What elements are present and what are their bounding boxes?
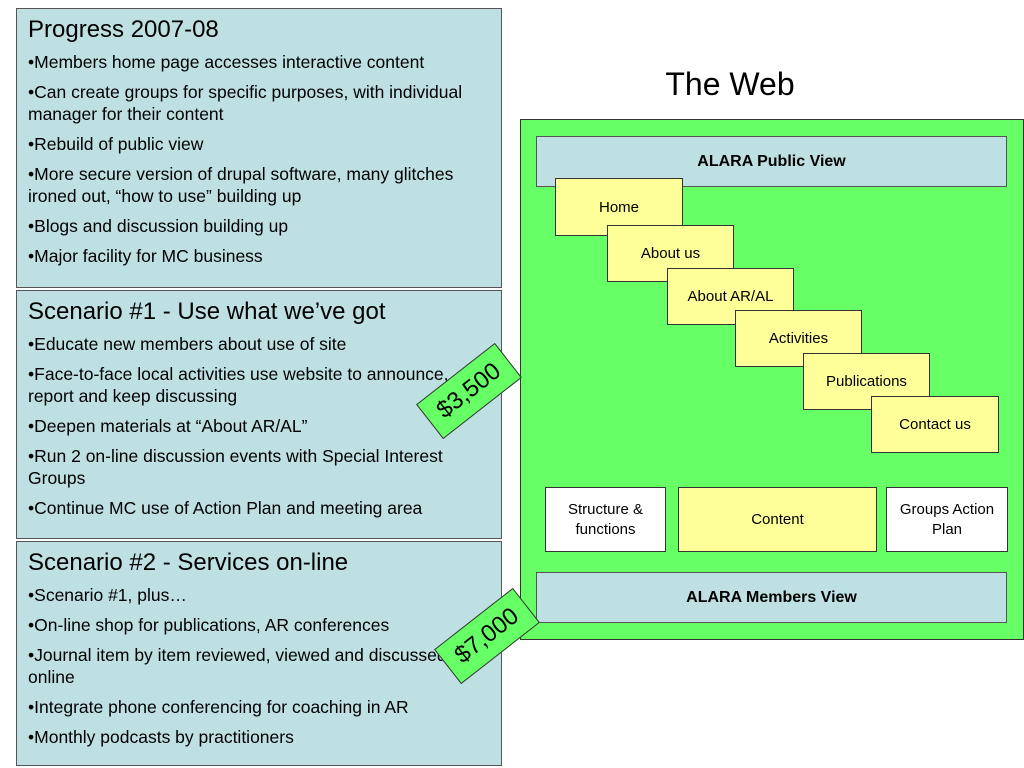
members-view-bar: ALARA Members View [536, 572, 1007, 623]
page-about-ar-al: About AR/AL [667, 268, 794, 325]
scenario2-item: Scenario #1, plus… [28, 584, 491, 606]
scenario2-panel: Scenario #2 - Services on-line Scenario … [16, 541, 502, 766]
content-box: Content [678, 487, 877, 552]
scenario1-item: Deepen materials at “About AR/AL” [28, 415, 491, 437]
scenario2-list: Scenario #1, plus… On-line shop for publ… [28, 584, 491, 748]
scenario1-item: Run 2 on-line discussion events with Spe… [28, 445, 491, 489]
scenario1-item: Educate new members about use of site [28, 333, 491, 355]
progress-item: Blogs and discussion building up [28, 215, 491, 237]
scenario1-panel: Scenario #1 - Use what we’ve got Educate… [16, 290, 502, 539]
scenario2-item: Monthly podcasts by practitioners [28, 726, 491, 748]
scenario2-item: On-line shop for publications, AR confer… [28, 614, 491, 636]
page-contact-us: Contact us [871, 396, 999, 453]
scenario2-title: Scenario #2 - Services on-line [28, 549, 349, 576]
progress-title: Progress 2007-08 [28, 16, 219, 43]
progress-list: Members home page accesses interactive c… [28, 51, 491, 267]
progress-item: Major facility for MC business [28, 245, 491, 267]
page-activities: Activities [735, 310, 862, 367]
progress-panel: Progress 2007-08 Members home page acces… [16, 8, 502, 288]
structure-functions-box: Structure & functions [545, 487, 666, 552]
progress-item: Members home page accesses interactive c… [28, 51, 491, 73]
scenario1-item: Continue MC use of Action Plan and meeti… [28, 497, 491, 519]
web-title: The Web [665, 66, 795, 102]
progress-item: Can create groups for specific purposes,… [28, 81, 491, 125]
scenario1-list: Educate new members about use of site Fa… [28, 333, 491, 519]
scenario2-item: Journal item by item reviewed, viewed an… [28, 644, 491, 688]
scenario1-item: Face-to-face local activities use websit… [28, 363, 491, 407]
progress-item: Rebuild of public view [28, 133, 491, 155]
scenario2-item: Integrate phone conferencing for coachin… [28, 696, 491, 718]
progress-item: More secure version of drupal software, … [28, 163, 491, 207]
web-diagram-frame [520, 119, 1024, 640]
scenario1-title: Scenario #1 - Use what we’ve got [28, 298, 386, 325]
groups-action-plan-box: Groups Action Plan [886, 487, 1008, 552]
